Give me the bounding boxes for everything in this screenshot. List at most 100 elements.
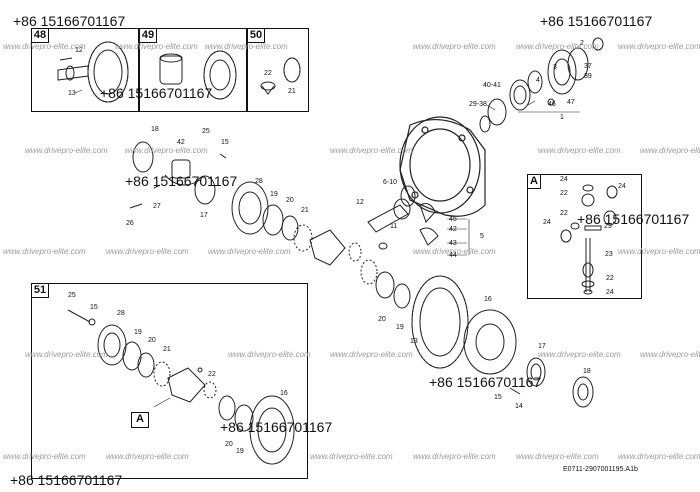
watermark: www.drivepro-elite.com bbox=[413, 247, 496, 256]
watermark: www.drivepro-elite.com bbox=[3, 452, 86, 461]
box-number-49: 49 bbox=[139, 28, 157, 43]
part-label: 20 bbox=[148, 337, 156, 344]
spider-assembly-detail-A bbox=[560, 184, 618, 295]
leader-lines bbox=[74, 89, 580, 408]
watermark: www.drivepro-elite.com bbox=[538, 146, 621, 155]
part-label: 40-41 bbox=[483, 82, 501, 89]
phone-overlay: +86 15166701167 bbox=[125, 173, 238, 189]
watermark: www.drivepro-elite.com bbox=[640, 146, 700, 155]
part-label: 37 bbox=[584, 63, 592, 70]
part-label: 21 bbox=[163, 346, 171, 353]
part-label: 28 bbox=[117, 310, 125, 317]
bearing-parts-right bbox=[509, 357, 594, 408]
watermark: www.drivepro-elite.com bbox=[413, 452, 496, 461]
part-label: 16 bbox=[280, 390, 288, 397]
part-label: 42 bbox=[449, 226, 457, 233]
watermark: www.drivepro-elite.com bbox=[3, 42, 86, 51]
part-label: 24 bbox=[543, 219, 551, 226]
part-label: 6-10 bbox=[383, 179, 398, 186]
phone-overlay: +86 15166701167 bbox=[577, 211, 690, 227]
part-label: 21 bbox=[288, 88, 296, 95]
part-label: 22 bbox=[606, 275, 614, 282]
watermark: www.drivepro-elite.com bbox=[115, 42, 198, 51]
phone-overlay: +86 15166701167 bbox=[429, 374, 542, 390]
differential-assembly-51 bbox=[67, 309, 295, 465]
watermark: www.drivepro-elite.com bbox=[106, 452, 189, 461]
watermark: www.drivepro-elite.com bbox=[618, 452, 700, 461]
detail-box-50 bbox=[247, 28, 309, 112]
part-label: 12 bbox=[356, 199, 364, 206]
part-label: 29-38 bbox=[469, 101, 487, 108]
part-label: 44 bbox=[449, 252, 457, 259]
watermark: www.drivepro-elite.com bbox=[516, 452, 599, 461]
watermark: www.drivepro-elite.com bbox=[228, 350, 311, 359]
watermark: www.drivepro-elite.com bbox=[538, 350, 621, 359]
part-label: 19 bbox=[134, 329, 142, 336]
detail-box-48 bbox=[31, 28, 139, 112]
part-label: 21 bbox=[301, 207, 309, 214]
watermark: www.drivepro-elite.com bbox=[106, 247, 189, 256]
part-label: 3 bbox=[553, 64, 557, 71]
part-label: 43 bbox=[449, 240, 457, 247]
watermark: www.drivepro-elite.com bbox=[3, 247, 86, 256]
detail-box-51 bbox=[31, 283, 308, 479]
part-label: 18 bbox=[583, 368, 591, 375]
part-label: 2 bbox=[580, 40, 584, 47]
part-label: 13 bbox=[68, 90, 76, 97]
part-label: 39 bbox=[584, 73, 592, 80]
part-label: 22 bbox=[208, 371, 216, 378]
side-gear-set-50 bbox=[260, 57, 301, 95]
part-label: 4 bbox=[536, 77, 540, 84]
box-number-48: 48 bbox=[31, 28, 49, 43]
phone-overlay: +86 15166701167 bbox=[100, 85, 213, 101]
part-label: 22 bbox=[264, 70, 272, 77]
part-label: 25 bbox=[202, 128, 210, 135]
watermark: www.drivepro-elite.com bbox=[25, 146, 108, 155]
part-label: 27 bbox=[153, 203, 161, 210]
part-label: 20 bbox=[378, 316, 386, 323]
part-label: 25 bbox=[68, 292, 76, 299]
reference-A-tag: A bbox=[131, 412, 149, 428]
watermark: www.drivepro-elite.com bbox=[618, 42, 700, 51]
part-label: 12 bbox=[75, 47, 83, 54]
part-label: 13 bbox=[410, 338, 418, 345]
watermark: www.drivepro-elite.com bbox=[516, 42, 599, 51]
watermark: www.drivepro-elite.com bbox=[640, 350, 700, 359]
part-label: 23 bbox=[604, 223, 612, 230]
part-label: 19 bbox=[236, 448, 244, 455]
watermark: www.drivepro-elite.com bbox=[125, 146, 208, 155]
watermark: www.drivepro-elite.com bbox=[330, 350, 413, 359]
part-label: 1 bbox=[560, 114, 564, 121]
phone-overlay: +86 15166701167 bbox=[540, 13, 653, 29]
ring-gear-pinion-set-48 bbox=[57, 41, 129, 103]
watermark: www.drivepro-elite.com bbox=[208, 247, 291, 256]
part-label: 24 bbox=[560, 176, 568, 183]
watermark: www.drivepro-elite.com bbox=[25, 350, 108, 359]
part-label: 11 bbox=[390, 223, 398, 230]
phone-overlay: +86 15166701167 bbox=[10, 472, 123, 488]
watermark: www.drivepro-elite.com bbox=[618, 247, 700, 256]
part-label: 18 bbox=[151, 126, 159, 133]
part-label: 20 bbox=[225, 441, 233, 448]
box-number-51: 51 bbox=[31, 283, 49, 298]
part-label: 19 bbox=[270, 191, 278, 198]
differential-case-assembly bbox=[129, 141, 411, 309]
part-label: 20 bbox=[286, 197, 294, 204]
part-label: 15 bbox=[221, 139, 229, 146]
phone-overlay: +86 15166701167 bbox=[13, 13, 126, 29]
part-label: 47 bbox=[567, 99, 575, 106]
part-label: 16 bbox=[484, 296, 492, 303]
part-label: 28 bbox=[255, 178, 263, 185]
part-label: 42 bbox=[177, 139, 185, 146]
drive-pinion bbox=[367, 185, 439, 250]
detail-box-A bbox=[527, 174, 642, 299]
phone-overlay: +86 15166701167 bbox=[220, 419, 333, 435]
differential-carrier-parts-49 bbox=[159, 50, 237, 100]
ring-gear bbox=[411, 275, 517, 375]
part-label: 22 bbox=[560, 210, 568, 217]
part-label: 46 bbox=[548, 101, 556, 108]
part-label: 5 bbox=[480, 233, 484, 240]
watermark: www.drivepro-elite.com bbox=[310, 452, 393, 461]
part-label: 23 bbox=[605, 251, 613, 258]
